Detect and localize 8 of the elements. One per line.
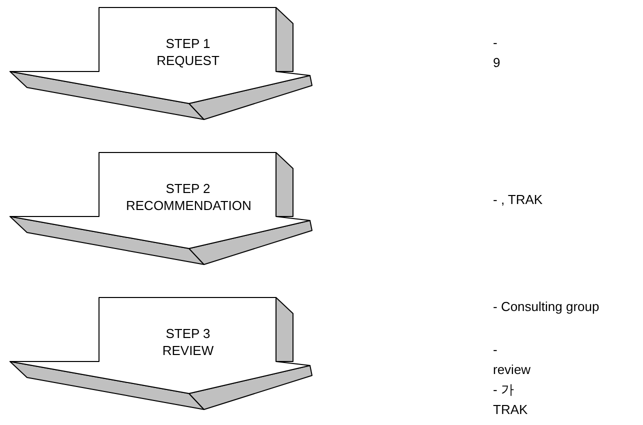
step-label: STEP 1 REQUEST [156, 35, 220, 69]
note-text: - 9 [493, 34, 502, 72]
note-text: - Consulting group [493, 298, 600, 316]
note-text: - 가 TRAK [493, 381, 529, 419]
step-label: STEP 3 REVIEW [161, 325, 215, 359]
note-text: - review [493, 341, 532, 379]
step-label: STEP 2 RECOMMENDATION [126, 180, 250, 214]
note-text: - , TRAK [493, 191, 544, 209]
